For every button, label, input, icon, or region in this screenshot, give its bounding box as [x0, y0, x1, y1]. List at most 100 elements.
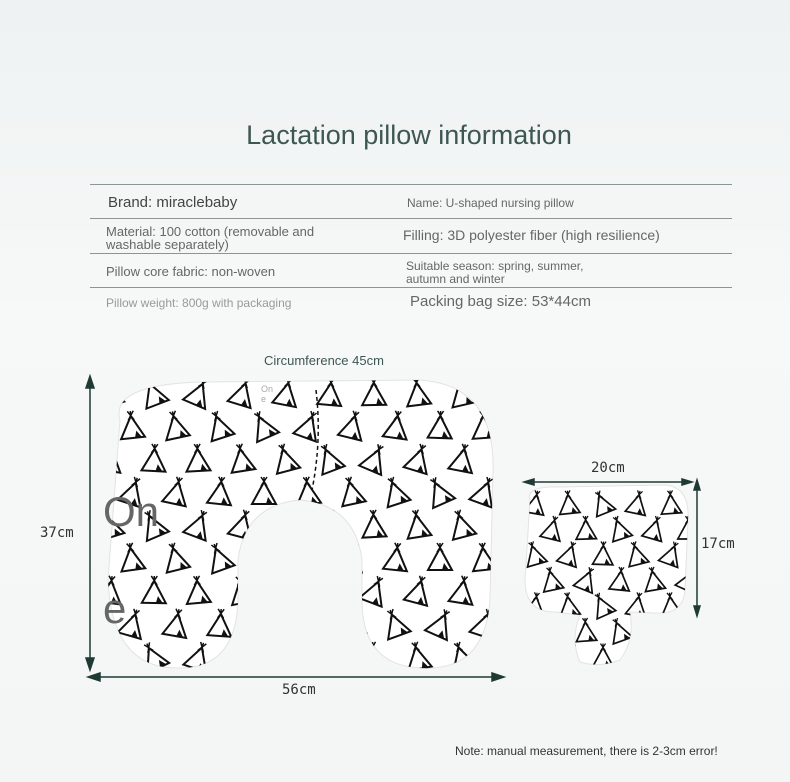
measurement-note: Note: manual measurement, there is 2-3cm…	[455, 744, 718, 758]
teepee-motif	[341, 608, 368, 640]
teepee-motif	[525, 490, 545, 517]
teepee-motif	[205, 476, 233, 507]
teepee-motif	[640, 515, 663, 543]
teepee-motif	[644, 566, 668, 593]
small-width-label: 20cm	[591, 460, 625, 476]
teepee-motif	[184, 443, 213, 473]
watermark-e: e	[103, 585, 127, 632]
teepee-motif	[320, 443, 347, 477]
teepee-motif	[225, 380, 252, 410]
spec-season: Suitable season: spring, summer, autumn …	[406, 259, 584, 286]
teepee-motif	[591, 541, 615, 566]
divider	[90, 218, 732, 219]
teepee-motif	[656, 541, 679, 569]
teepee-motif	[381, 542, 409, 573]
teepee-motif	[542, 566, 566, 594]
teepee-motif	[594, 592, 618, 621]
spec-filling: Filling: 3D polyester fiber (high resili…	[403, 227, 660, 243]
teepee-motif	[360, 509, 389, 539]
teepee-motif	[291, 542, 318, 575]
spec-name: Name: U-shaped nursing pillow	[407, 196, 574, 210]
teepee-motif	[538, 515, 562, 543]
watermark-small: On e	[261, 384, 274, 404]
teepee-motif	[623, 490, 647, 517]
teepee-motif	[406, 641, 434, 669]
divider	[90, 287, 732, 288]
teepee-motif	[210, 542, 237, 576]
teepee-motif	[676, 617, 689, 643]
teepee-motif	[226, 641, 253, 669]
teepee-motif	[165, 542, 192, 574]
teepee-motif	[295, 608, 324, 639]
teepee-motif	[386, 608, 413, 642]
teepee-motif	[276, 575, 303, 608]
spec-core: Pillow core fabric: non-woven	[106, 264, 276, 279]
teepee-motif	[115, 476, 142, 509]
teepee-motif	[657, 643, 680, 665]
circumference-label: Circumference 45cm	[264, 353, 384, 368]
teepee-motif	[336, 410, 363, 442]
circumference-line	[311, 389, 319, 491]
teepee-motif	[446, 443, 474, 475]
teepee-motif	[446, 575, 474, 607]
spec-material: Material: 100 cotton (removable and wash…	[106, 224, 315, 252]
teepee-motif	[611, 515, 634, 543]
teepee-motif	[270, 509, 298, 541]
teepee-motif	[275, 443, 303, 476]
teepee-motif	[164, 410, 192, 442]
teepee-motif	[115, 608, 143, 641]
teepee-motif	[627, 541, 651, 568]
teepee-motif	[160, 476, 188, 508]
teepee-motif	[571, 567, 595, 595]
teepee-motif	[467, 476, 494, 510]
watermark-on: On	[103, 488, 160, 535]
teepee-motif	[119, 542, 148, 573]
teepee-motif	[607, 566, 631, 593]
teepee-motif	[181, 509, 208, 543]
teepee-motif	[250, 608, 279, 638]
teepee-motif	[612, 617, 635, 646]
teepee-motif	[230, 443, 258, 475]
teepee-motif	[320, 576, 347, 609]
teepee-motif	[574, 515, 598, 541]
teepee-motif	[144, 510, 171, 543]
divider	[90, 184, 732, 185]
teepee-motif	[526, 541, 549, 569]
teepee-motif	[140, 575, 168, 605]
teepee-motif	[119, 410, 147, 441]
page-title: Lactation pillow information	[246, 120, 572, 150]
teepee-motif	[291, 410, 318, 444]
teepee-motif	[555, 541, 578, 569]
teepee-motif	[250, 476, 278, 505]
teepee-motif	[575, 617, 599, 643]
teepee-motif	[640, 617, 664, 645]
spec-weight: Pillow weight: 800g with packaging	[106, 296, 292, 310]
teepee-motif	[108, 641, 127, 669]
teepee-motif	[451, 509, 479, 542]
divider	[90, 253, 732, 254]
teepee-motif	[406, 509, 434, 541]
teepee-motif	[526, 643, 549, 665]
teepee-motif	[660, 490, 684, 516]
teepee-motif	[185, 575, 213, 606]
teepee-motif	[316, 641, 344, 669]
small-height-label: 17cm	[701, 536, 735, 552]
dimension-arrows	[84, 373, 702, 683]
teepee-motif	[357, 575, 384, 609]
teepee-motif	[340, 476, 368, 508]
teepee-motif	[270, 380, 298, 409]
teepee-motif	[673, 567, 689, 595]
teepee-motif	[429, 477, 457, 510]
teepee-motif	[558, 490, 582, 516]
teepee-motif	[360, 380, 388, 407]
spec-brand: Brand: miraclebaby	[108, 194, 238, 211]
teepee-motif	[205, 608, 233, 638]
teepee-motif	[210, 410, 237, 443]
teepee-motif	[401, 443, 428, 476]
teepee-motif	[315, 380, 343, 408]
teepee-motif	[594, 490, 618, 519]
teepee-motif	[247, 543, 275, 576]
teepee-motif	[380, 410, 409, 441]
spec-bag: Packing bag size: 53*44cm	[410, 293, 591, 310]
